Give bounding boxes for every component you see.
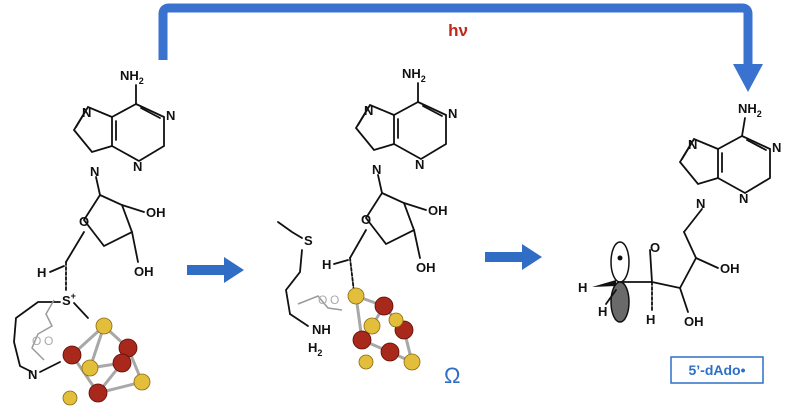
fe4s4-cluster-2 bbox=[347, 287, 421, 371]
atom-o-ring: O bbox=[79, 214, 89, 229]
atom-oh-2: OH bbox=[146, 205, 166, 220]
atom-n3-3: N bbox=[739, 191, 748, 206]
atom-n7-3: N bbox=[688, 137, 697, 152]
atom-s-plus: S+ bbox=[62, 291, 76, 308]
omega-label: Ω bbox=[444, 363, 460, 388]
atom-o-gray-4: O bbox=[330, 293, 339, 307]
atom-n9: N bbox=[90, 164, 99, 179]
dado-label-box bbox=[670, 356, 764, 384]
atom-o-ring-3: O bbox=[650, 240, 660, 255]
atom-nh: NH bbox=[312, 322, 331, 337]
sam-molecule: NH2 N N N N O OH OH H S+ O O N bbox=[13, 68, 175, 406]
atom-n9-2: N bbox=[372, 162, 381, 177]
atom-o-ring-2: O bbox=[361, 212, 371, 227]
photolysis-arrow bbox=[158, 3, 763, 92]
atom-s-2: S bbox=[304, 233, 313, 248]
atom-o-gray-1: O bbox=[32, 334, 41, 348]
atom-n1-2: N bbox=[448, 106, 457, 121]
atom-oh-3c: OH bbox=[684, 314, 704, 329]
atom-h2: H2 bbox=[308, 340, 322, 358]
atom-n3: N bbox=[133, 159, 142, 174]
atom-n9-3: N bbox=[696, 196, 705, 211]
atom-n7-2: N bbox=[364, 103, 373, 118]
atom-nh2-2: NH2 bbox=[402, 66, 426, 84]
atom-nh2: NH2 bbox=[120, 68, 144, 86]
hv-label: hν bbox=[448, 21, 468, 40]
atom-h-rad-1: H bbox=[578, 280, 587, 295]
atom-o-gray-3: O bbox=[318, 293, 327, 307]
atom-oh-2b: OH bbox=[428, 203, 448, 218]
atom-oh-2c: OH bbox=[720, 261, 740, 276]
reaction-arrow-2 bbox=[485, 244, 542, 270]
atom-nh2-3: NH2 bbox=[738, 101, 762, 119]
atom-o-gray-2: O bbox=[44, 334, 53, 348]
omega-intermediate: NH2 N N N N O OH OH H S O O NH H2 bbox=[277, 66, 457, 371]
atom-h4: H bbox=[646, 312, 655, 327]
dado-label: 5’-dAdo• bbox=[688, 362, 745, 378]
atom-n1-3: N bbox=[772, 140, 781, 155]
atom-h-rad-2: H bbox=[598, 304, 607, 319]
reaction-arrow-1 bbox=[187, 257, 244, 283]
atom-n3-2: N bbox=[415, 157, 424, 172]
atom-h5-2: H bbox=[322, 257, 331, 272]
atom-oh-3: OH bbox=[134, 264, 154, 279]
atom-n-amine: N bbox=[28, 367, 37, 382]
fe4s4-cluster-1 bbox=[62, 317, 151, 406]
atom-n7: N bbox=[82, 105, 91, 120]
atom-n1: N bbox=[166, 108, 175, 123]
atom-h5: H bbox=[37, 265, 46, 280]
atom-oh-3b: OH bbox=[416, 260, 436, 275]
dado-radical: NH2 N N N N O OH OH H H H bbox=[578, 101, 781, 329]
